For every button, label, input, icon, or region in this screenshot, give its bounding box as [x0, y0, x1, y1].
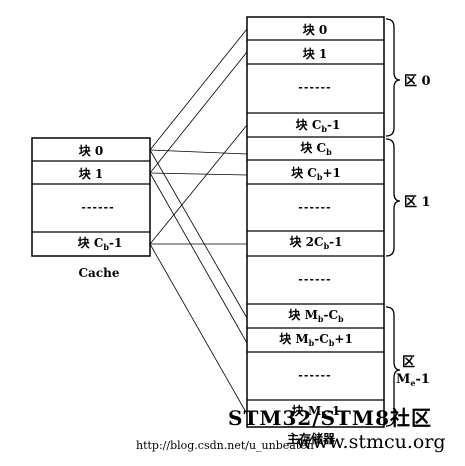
watermark-site: www.stmcu.org	[296, 431, 446, 453]
memory-block-0: 块 0	[303, 22, 328, 37]
brace-zone-last	[385, 306, 401, 427]
cache-block-1: 块 1	[79, 166, 104, 181]
memory-ellipsis-zone0: ------	[298, 81, 331, 94]
memory-block-mb-minus-1: 块 Mb-1	[292, 403, 340, 420]
main-memory: 块 0 块 1 ------ 块 Cb-1 块 Cb 块 Cb+1 ------…	[246, 16, 385, 446]
watermark: STM32/STM8社区 www.stmcu.org http://blog.c…	[136, 406, 446, 453]
memory-ellipsis-last-zone: ------	[298, 369, 331, 382]
memory-block-2cb-minus-1: 块 2Cb-1	[289, 234, 342, 251]
memory-block-cb: 块 Cb	[300, 140, 332, 157]
zone-last-label: 区	[402, 355, 415, 370]
memory-block-1: 块 1	[303, 46, 328, 61]
mapping-line	[149, 124, 248, 245]
memory-ellipsis-gap: ------	[298, 273, 331, 286]
watermark-url: http://blog.csdn.net/u_unbeaten	[136, 439, 314, 452]
cache-block-last: 块 Cb-1	[78, 235, 123, 252]
cache-caption: Cache	[79, 266, 120, 280]
brace-zone-1	[385, 138, 401, 257]
memory-block-cb-minus-1: 块 Cb-1	[296, 117, 341, 134]
main-memory-caption: 主存储器	[287, 431, 336, 446]
cache-frame	[31, 137, 151, 257]
cache-block-ellipsis: ------	[81, 201, 114, 214]
memory-block-mb-minus-cb: 块 Mb-Cb	[288, 307, 344, 324]
mapping-line	[149, 51, 248, 174]
mapping-line	[149, 172, 248, 176]
zone-0-label: 区 0	[404, 74, 431, 89]
zone-1-label: 区 1	[404, 195, 431, 210]
mapping-line	[149, 149, 248, 319]
cache: 块 0 块 1 ------ 块 Cb-1 Cache	[31, 137, 151, 280]
main-memory-frame	[246, 16, 385, 428]
mapping-lines	[149, 28, 248, 415]
main-memory-dividers	[247, 39, 384, 401]
brace-zone-0	[385, 18, 401, 137]
zone-braces	[385, 18, 401, 427]
mapping-line	[149, 172, 248, 344]
memory-block-mb-minus-cb-plus-1: 块 Mb-Cb+1	[279, 331, 353, 348]
zone-last-label-index: Me-1	[396, 372, 430, 388]
memory-ellipsis-zone1: ------	[298, 201, 331, 214]
mapping-line	[149, 28, 248, 151]
watermark-brand: STM32/STM8社区	[228, 406, 432, 430]
memory-block-cb-plus-1: 块 Cb+1	[291, 165, 341, 182]
mapping-line	[149, 243, 248, 415]
mapping-line	[149, 149, 248, 155]
cache-block-0: 块 0	[79, 143, 104, 158]
